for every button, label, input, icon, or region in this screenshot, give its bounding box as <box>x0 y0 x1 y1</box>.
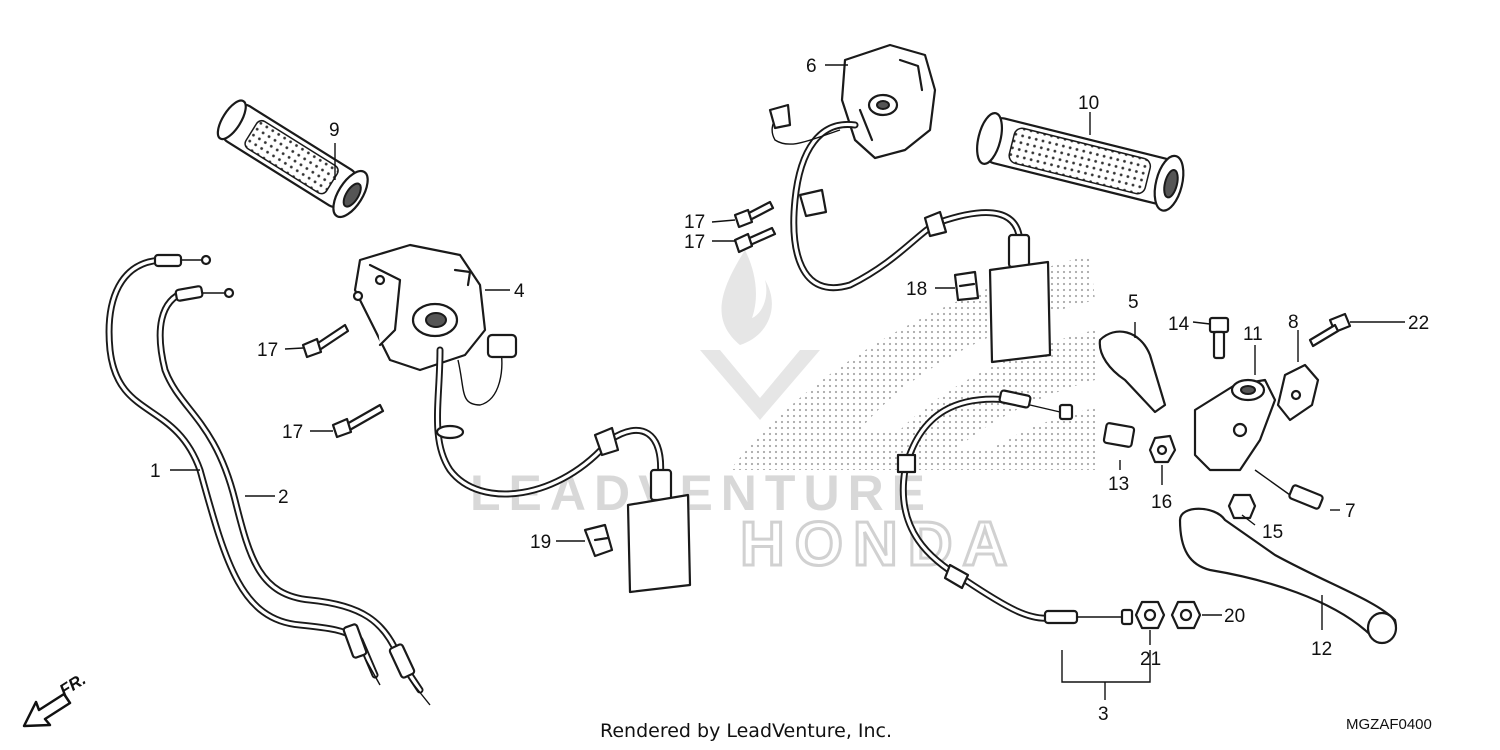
callout-17-b[interactable]: 17 <box>684 232 705 253</box>
left-switch-harness[interactable] <box>434 333 692 594</box>
nut-part-15[interactable] <box>1227 493 1257 520</box>
callout-21[interactable]: 21 <box>1140 649 1161 670</box>
lever-cover-part-5[interactable] <box>1098 330 1167 414</box>
callout-17-a[interactable]: 17 <box>684 212 705 233</box>
callout-11[interactable]: 11 <box>1243 324 1263 345</box>
front-arrow-icon <box>22 692 72 728</box>
leadventure-watermark-text: LEADVENTURE <box>470 465 933 521</box>
honda-watermark-text: HONDA <box>740 510 1017 579</box>
callout-7[interactable]: 7 <box>1345 501 1356 522</box>
callout-19[interactable]: 19 <box>530 532 551 553</box>
screw-17-a[interactable] <box>733 200 775 229</box>
clip-part-19[interactable] <box>583 523 614 558</box>
left-switch-housing-part-4[interactable] <box>352 243 487 372</box>
callout-10[interactable]: 10 <box>1078 93 1099 114</box>
lever-bracket-part-11[interactable] <box>1193 378 1277 472</box>
callouts: 1 2 3 4 5 6 7 8 9 10 11 12 13 14 15 16 1… <box>150 56 1429 725</box>
callout-12[interactable]: 12 <box>1311 639 1332 660</box>
pivot-bolt-part-7[interactable] <box>1254 469 1324 510</box>
callout-22[interactable]: 22 <box>1408 313 1429 334</box>
callout-17-d[interactable]: 17 <box>282 422 303 443</box>
bolt-part-14[interactable] <box>1208 316 1230 360</box>
clutch-cable-part-3[interactable] <box>896 389 1134 626</box>
holder-part-8[interactable] <box>1276 363 1320 422</box>
screw-17-c[interactable] <box>301 323 350 359</box>
v-logo-watermark <box>700 350 820 420</box>
callout-5[interactable]: 5 <box>1128 292 1139 313</box>
right-switch-housing-part-6[interactable] <box>840 43 937 160</box>
right-switch-harness[interactable] <box>768 103 1052 364</box>
callout-18[interactable]: 18 <box>906 279 927 300</box>
callout-17-c[interactable]: 17 <box>257 340 278 361</box>
callout-4[interactable]: 4 <box>514 281 525 302</box>
clutch-lever-part-12[interactable] <box>1178 507 1398 645</box>
leader-lines <box>170 64 1405 700</box>
callout-20[interactable]: 20 <box>1224 606 1245 627</box>
throttle-cables[interactable] <box>105 253 431 706</box>
callout-1[interactable]: 1 <box>150 461 161 482</box>
callout-9[interactable]: 9 <box>329 120 340 141</box>
callout-8[interactable]: 8 <box>1288 312 1299 333</box>
clip-part-18[interactable] <box>953 270 980 302</box>
flame-logo-watermark <box>721 250 772 345</box>
screw-17-d[interactable] <box>331 403 385 439</box>
diagram-code: MGZAF0400 <box>1346 716 1432 733</box>
nut-part-20[interactable] <box>1170 600 1202 630</box>
adjuster-part-13[interactable] <box>1102 422 1136 448</box>
callout-2[interactable]: 2 <box>278 487 289 508</box>
right-grip-part-10[interactable] <box>972 109 1188 214</box>
render-credit: Rendered by LeadVenture, Inc. <box>600 720 893 742</box>
bolt-part-22[interactable] <box>1308 312 1352 348</box>
callout-14[interactable]: 14 <box>1168 314 1190 335</box>
callout-6[interactable]: 6 <box>806 56 817 77</box>
nut-part-16[interactable] <box>1148 434 1177 464</box>
callout-3[interactable]: 3 <box>1098 704 1109 725</box>
left-grip-part-9[interactable] <box>210 93 374 222</box>
screw-17-b[interactable] <box>733 226 777 254</box>
callout-15[interactable]: 15 <box>1262 522 1283 543</box>
callout-16[interactable]: 16 <box>1151 492 1172 513</box>
callout-13[interactable]: 13 <box>1108 474 1129 495</box>
nut-part-21[interactable] <box>1134 600 1166 630</box>
